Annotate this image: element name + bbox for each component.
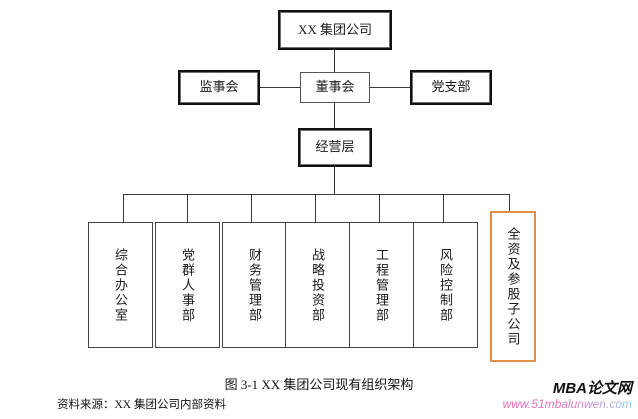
node-management[interactable]: 经营层 <box>300 130 370 165</box>
node-group-label: XX 集团公司 <box>297 21 373 37</box>
connector-drop-dept-party-hr <box>187 194 188 222</box>
node-dept-subsidiaries-label: 全资及参股子公司 <box>505 226 521 347</box>
node-dept-party-hr[interactable]: 党群人事部 <box>155 222 220 348</box>
node-directors-label: 董事会 <box>315 79 355 95</box>
connector-drop-dept-engineering <box>379 194 380 222</box>
watermark-url: www.51mbalunwen.com <box>502 396 632 411</box>
node-party-branch[interactable]: 党支部 <box>412 72 490 103</box>
connector-directors-to-party <box>370 87 412 88</box>
connector-drop-dept-subsidiaries <box>509 194 510 211</box>
node-supervisors[interactable]: 监事会 <box>180 72 258 103</box>
connector-drop-dept-finance <box>251 194 252 222</box>
figure-source-note: 资料来源：XX 集团公司内部资料 <box>57 399 226 411</box>
connector-drop-dept-admin <box>123 194 124 222</box>
node-dept-strategy-label: 战略投资部 <box>310 247 325 323</box>
watermark: MBA论文网 www.51mbalunwen.com <box>502 380 632 411</box>
connector-management-to-bus <box>334 165 335 194</box>
connector-drop-dept-strategy <box>315 194 316 222</box>
node-party-branch-label: 党支部 <box>431 79 471 95</box>
node-dept-admin-label: 综合办公室 <box>113 247 128 323</box>
node-management-label: 经营层 <box>315 139 355 155</box>
node-dept-finance[interactable]: 财务管理部 <box>222 222 287 348</box>
node-dept-risk[interactable]: 风险控制部 <box>413 222 478 348</box>
node-directors[interactable]: 董事会 <box>300 72 370 103</box>
node-dept-admin[interactable]: 综合办公室 <box>88 222 153 348</box>
node-dept-strategy[interactable]: 战略投资部 <box>285 222 350 348</box>
node-dept-finance-label: 财务管理部 <box>247 247 262 323</box>
cut-off-header-text: · · · · · · · · · · · · · · · · · · · · … <box>8 0 207 6</box>
node-dept-engineering[interactable]: 工程管理部 <box>349 222 414 348</box>
connector-drop-dept-risk <box>443 194 444 222</box>
node-dept-engineering-label: 工程管理部 <box>374 247 389 323</box>
node-group[interactable]: XX 集团公司 <box>280 12 390 48</box>
connector-directors-to-management <box>334 103 335 130</box>
figure-caption: 图 3-1 XX 集团公司现有组织架构 <box>224 377 414 392</box>
node-dept-subsidiaries[interactable]: 全资及参股子公司 <box>490 211 536 362</box>
node-dept-risk-label: 风险控制部 <box>438 247 453 323</box>
node-supervisors-label: 监事会 <box>199 79 239 95</box>
node-dept-party-hr-label: 党群人事部 <box>180 247 195 323</box>
connector-supervisors-to-directors <box>258 87 300 88</box>
watermark-title: MBA论文网 <box>552 380 632 397</box>
connector-group-to-directors <box>334 48 335 72</box>
connector-department-bus <box>123 194 509 195</box>
